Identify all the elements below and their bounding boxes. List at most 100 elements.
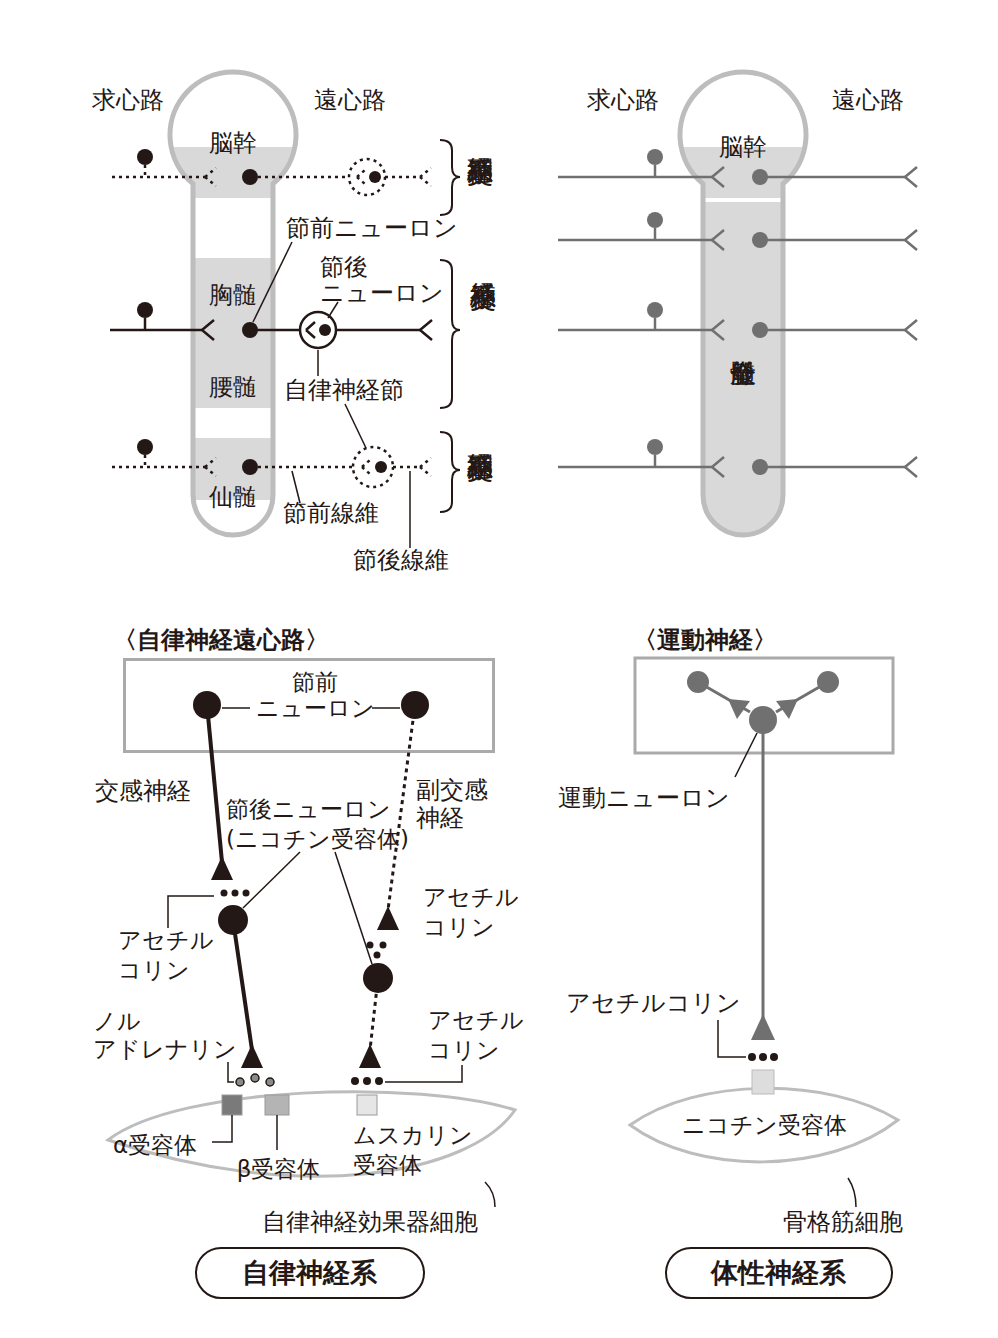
axon-terminal xyxy=(241,1044,263,1068)
leader-line xyxy=(292,471,300,503)
parasympathetic-axon xyxy=(370,978,378,1050)
neuron-body xyxy=(137,439,387,475)
parasympathetic-path xyxy=(112,447,431,487)
acetylcholine-dot xyxy=(770,1053,778,1061)
sympathetic-axon xyxy=(207,705,222,862)
neuron-body xyxy=(242,169,258,185)
neuron-body xyxy=(752,459,768,475)
label-text: 求心路 xyxy=(573,85,673,115)
axon-terminal xyxy=(377,906,399,930)
label-text: アセチル コリン xyxy=(428,1005,533,1065)
label-text: 遠心路 xyxy=(818,85,918,115)
acetylcholine-dot xyxy=(748,1053,756,1061)
cns-box xyxy=(635,658,893,753)
sympathetic-path xyxy=(110,312,432,348)
neuron-body xyxy=(647,212,663,228)
label-text: 骨格筋細胞 xyxy=(783,1207,933,1237)
somatic-path xyxy=(760,466,905,469)
leader-line xyxy=(735,733,757,777)
curly-brace xyxy=(440,140,460,512)
neuron-body xyxy=(363,963,393,993)
receptor-square xyxy=(357,1095,377,1115)
label-text: アセチルコリン xyxy=(566,988,756,1018)
somatic-path xyxy=(905,457,917,477)
spinal-cord: 脳幹胸髄腰髄仙髄 xyxy=(168,72,298,535)
somatic-path xyxy=(654,318,657,330)
leader-line xyxy=(718,733,856,1207)
somatic-path xyxy=(558,329,712,332)
node-text: ムスカリン 受容体 xyxy=(353,1120,483,1180)
label-text: 自律神経効果器細胞 xyxy=(262,1207,512,1237)
sympathetic-path xyxy=(306,322,315,338)
label-text: 節前線維 xyxy=(283,498,403,528)
somatic-path xyxy=(712,230,724,250)
acetylcholine-dot xyxy=(363,1077,371,1085)
leader-line xyxy=(848,1178,856,1207)
node-text: 脳幹 xyxy=(168,128,298,158)
label-text: 交感神経 xyxy=(95,776,215,806)
neuron-body xyxy=(137,149,381,185)
neuron-body xyxy=(647,149,768,475)
muscle-cell: ニコチン受容体 xyxy=(628,1075,900,1180)
leader-line xyxy=(718,1020,746,1057)
node-text: 腰髄 xyxy=(168,372,298,402)
cord-region xyxy=(168,258,298,408)
motor-axon xyxy=(762,720,765,1020)
neuron-body xyxy=(687,671,709,693)
sympathetic-axon xyxy=(233,920,252,1050)
leader-line xyxy=(253,242,292,322)
neuron-body xyxy=(647,302,663,318)
label-text: 〈自律神経遠心路〉 xyxy=(113,625,373,655)
motor-axon xyxy=(698,682,828,1020)
parasympathetic-axon xyxy=(388,705,415,910)
sympathetic-path xyxy=(110,329,202,332)
label-text: 遠心路 xyxy=(300,85,400,115)
somatic-path xyxy=(905,230,917,250)
receptor-square xyxy=(752,1070,774,1094)
leader-line xyxy=(372,707,400,709)
neuron-body xyxy=(319,324,331,336)
noradrenaline-dot xyxy=(236,1074,274,1086)
neuron-body xyxy=(647,439,663,455)
acetylcholine-dot xyxy=(232,890,239,897)
neuron-body xyxy=(752,322,768,338)
parasympathetic-path xyxy=(258,176,349,179)
label-text: 副交感神経系 xyxy=(465,137,495,221)
receptor-square xyxy=(265,1095,289,1115)
parasympathetic-path xyxy=(112,466,205,469)
neuron-body xyxy=(749,706,777,734)
node-text: ニコチン受容体 xyxy=(628,1110,900,1140)
neuron-box: 節前 ニューロン xyxy=(123,658,495,753)
node-text: 脳幹 xyxy=(678,132,808,162)
node-text: 体性神経系 xyxy=(667,1249,890,1296)
neuron-body xyxy=(776,699,798,719)
neuron-body xyxy=(401,691,429,719)
leader-line xyxy=(485,1182,495,1207)
leader-line xyxy=(317,350,319,376)
acetylcholine-dot xyxy=(748,1053,778,1061)
label-text: アセチル コリン xyxy=(118,925,223,985)
somatic-path xyxy=(905,167,917,187)
somatic-path xyxy=(760,176,905,179)
label-text: 副交感 神経 xyxy=(416,776,506,832)
leader-line xyxy=(168,896,214,928)
parasympathetic-path xyxy=(258,466,353,469)
spinal-cord: 脳幹脊髄全般 xyxy=(678,72,808,535)
somatic-path xyxy=(558,176,712,179)
label-text: 節後線維 xyxy=(353,545,473,575)
neuron-body xyxy=(728,699,750,719)
acetylcholine-dot xyxy=(375,1077,383,1085)
receptor-square xyxy=(752,1070,774,1094)
somatic-path xyxy=(558,239,712,242)
effector-cell: α受容体β受容体ムスカリン 受容体 xyxy=(100,1080,520,1195)
label-text: 自律神経節 xyxy=(284,375,434,405)
neuron-body xyxy=(369,171,381,183)
neuron-body xyxy=(647,149,663,165)
neuron-body xyxy=(137,302,153,318)
acetylcholine-dot xyxy=(367,942,374,949)
leader-line xyxy=(385,1065,462,1082)
neuron-body xyxy=(752,232,768,248)
neuron-body xyxy=(752,169,768,185)
